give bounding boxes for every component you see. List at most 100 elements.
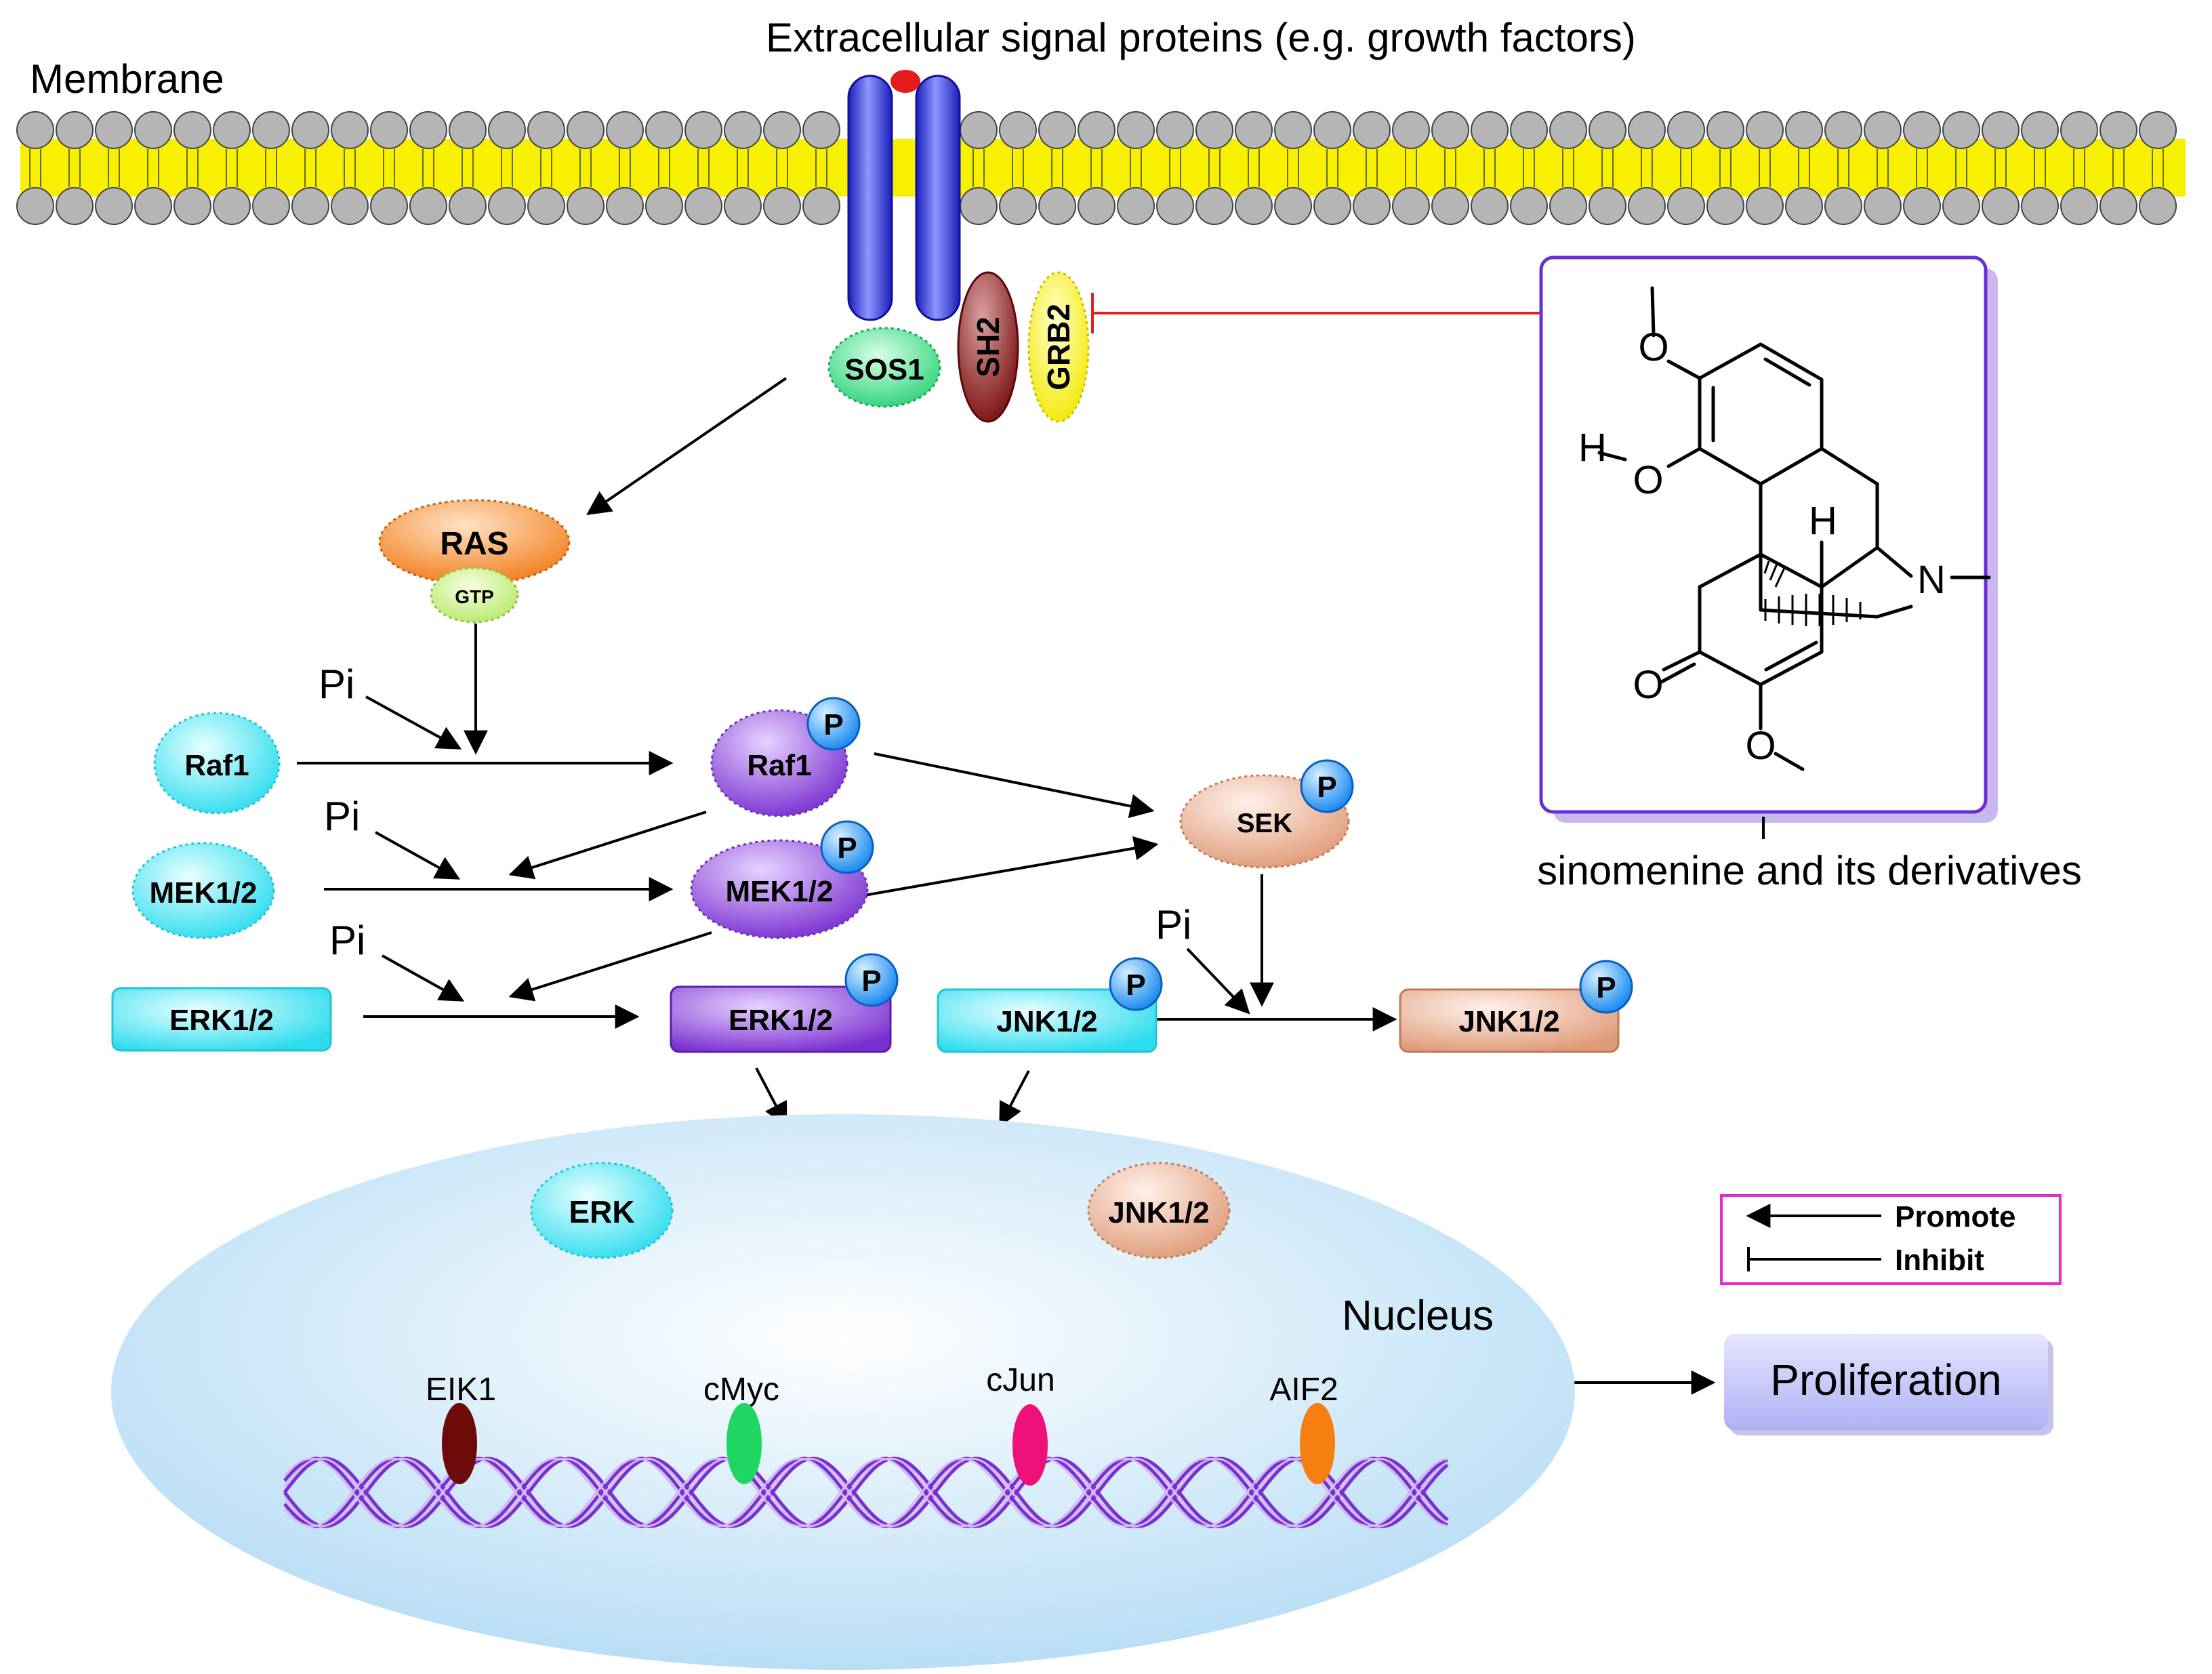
lipid-head — [409, 111, 447, 149]
lipid-head — [1903, 187, 1941, 225]
proliferation-box: Proliferation — [1724, 1334, 2053, 1435]
ligand-dot — [890, 70, 920, 93]
lipid-head — [606, 187, 644, 225]
lipid-head — [684, 111, 722, 149]
lipid-head — [173, 111, 211, 149]
lipid-head — [1510, 187, 1548, 225]
membrane — [16, 111, 2186, 225]
lipid-head — [56, 111, 94, 149]
lipid-head — [1353, 111, 1391, 149]
lipid-head — [1431, 111, 1469, 149]
lipid-head — [802, 111, 840, 149]
dna-helix — [283, 1456, 1449, 1528]
lipid-head — [1628, 187, 1666, 225]
nuclear-erk-label: ERK — [569, 1194, 634, 1229]
lipid-head — [1982, 187, 2020, 225]
receptor-right-helix — [915, 75, 961, 321]
lipid-head — [960, 111, 998, 149]
lipid-head — [1235, 111, 1273, 149]
arrow-pi-erk — [382, 954, 465, 1002]
lipid-head — [1706, 187, 1744, 225]
lipid-head — [1824, 111, 1862, 149]
phospho-badge — [844, 953, 899, 1007]
lipid-head — [1156, 111, 1194, 149]
lipid-head — [370, 187, 408, 225]
factor-cmyc-marker — [726, 1403, 762, 1484]
sek-label: SEK — [1237, 809, 1292, 838]
lipid-head — [1864, 111, 1902, 149]
lipid-head — [449, 187, 487, 225]
lipid-head — [2100, 187, 2137, 225]
dna-strand — [283, 1457, 1448, 1528]
lipid-head — [724, 187, 762, 225]
lipid-head — [1274, 111, 1312, 149]
lipid-head — [1431, 187, 1469, 225]
lipid-head — [1471, 111, 1509, 149]
lipid-head — [1667, 187, 1705, 225]
lipid-head — [1353, 187, 1391, 225]
phospho-label-erk: P — [861, 964, 881, 998]
lipid-head — [2060, 187, 2098, 225]
nucleus-label: Nucleus — [1342, 1292, 1494, 1339]
factor-eik1: EIK1 — [426, 1372, 496, 1484]
factor-eik1-label: EIK1 — [426, 1372, 496, 1408]
lipid-head — [1589, 111, 1626, 149]
lipid-head — [2139, 111, 2177, 149]
phospho-label-raf: P — [823, 708, 843, 741]
lipid-head — [1510, 111, 1548, 149]
phospho-badge — [1579, 960, 1633, 1014]
arrow-raf-sek — [874, 752, 1155, 819]
lipid-head — [645, 187, 683, 225]
nucleus: Nucleus ERK JNK1/2 EIK1 cMyc cJun AIF2 — [111, 1114, 1575, 1670]
arrow-pi-jnk — [1186, 947, 1250, 1015]
lipid-head — [1628, 111, 1666, 149]
erk-inactive: ERK1/2 — [111, 987, 332, 1052]
lipid-head — [606, 111, 644, 149]
pi-label-raf: Pi — [319, 661, 354, 707]
lipid-head — [2139, 187, 2177, 225]
grb2-label: GRB2 — [1041, 304, 1076, 390]
compound-panel: O H O H N O O sinomenine and its derivat… — [1537, 256, 2082, 893]
arrow-jnk-nucleus — [999, 1070, 1030, 1128]
legend-frame — [1720, 1194, 2062, 1285]
ras-gtp: RAS GTP — [378, 499, 571, 624]
membrane-core — [20, 139, 2186, 197]
hash-wedges — [1763, 560, 1862, 626]
raf1-inactive: Raf1 — [153, 712, 281, 815]
lipid-head — [1549, 187, 1587, 225]
lipid-head — [1824, 187, 1862, 225]
lipid-head — [173, 187, 211, 225]
lipid-head — [331, 111, 369, 149]
lipid-head — [1313, 111, 1351, 149]
lipid-head — [567, 187, 605, 225]
gtp-label: GTP — [455, 586, 494, 607]
lipid-head — [2021, 187, 2059, 225]
factor-cmyc: cMyc — [703, 1372, 779, 1484]
lipid-head — [1785, 111, 1823, 149]
grb2-protein: GRB2 — [1027, 271, 1090, 423]
factor-cjun-marker — [1012, 1404, 1048, 1486]
factor-aif2: AIF2 — [1269, 1372, 1338, 1484]
lipid-head — [1864, 187, 1902, 225]
lipid-head — [1038, 187, 1076, 225]
inhibit-connector — [1091, 293, 1540, 333]
lipid-head — [1195, 111, 1233, 149]
raf1-phospho: Raf1 P — [710, 697, 861, 817]
atom-o-ketone: O — [1633, 663, 1663, 707]
membrane-label: Membrane — [30, 56, 224, 102]
lipid-head — [1038, 111, 1076, 149]
factor-eik1-marker — [442, 1403, 477, 1484]
erk-label: ERK1/2 — [169, 1004, 274, 1037]
sh2-protein: SH2 — [957, 271, 1019, 423]
lipid-head — [1392, 187, 1430, 225]
legend-inhibit-label: Inhibit — [1895, 1244, 1984, 1277]
phospho-badge — [806, 697, 861, 751]
lipid-head — [134, 187, 172, 225]
extracellular-label: Extracellular signal proteins (e.g. grow… — [766, 15, 1636, 60]
mek-label: MEK1/2 — [150, 876, 258, 910]
lipid-head — [1982, 111, 2020, 149]
factor-aif2-label: AIF2 — [1269, 1372, 1338, 1408]
jnk-phospho: JNK1/2 P — [1399, 960, 1633, 1053]
arrow-mek-erk — [508, 931, 712, 1002]
lipid-head — [1274, 187, 1312, 225]
